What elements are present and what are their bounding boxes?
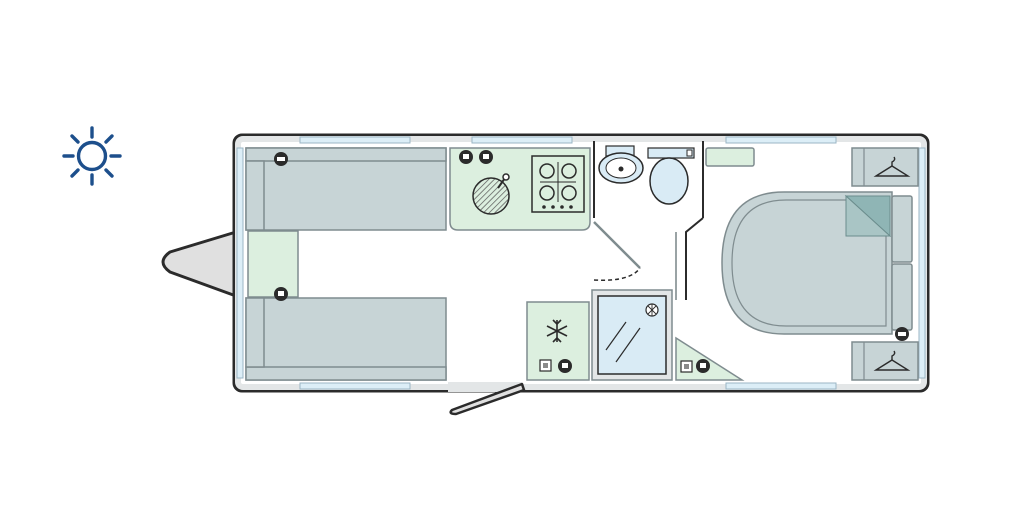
window <box>471 136 573 144</box>
shower-icon <box>645 303 659 317</box>
window <box>299 382 411 390</box>
washroom-walls <box>593 141 704 300</box>
coat-hanger-icon <box>873 350 911 371</box>
headboard <box>891 195 913 331</box>
windows-bottom <box>299 382 837 390</box>
switch-icon <box>680 360 693 373</box>
wash-basin-icon <box>598 145 644 184</box>
sun-icon <box>62 126 122 186</box>
gas-hob-icon <box>531 155 585 213</box>
usb-socket-icon <box>895 327 909 341</box>
front-window <box>236 147 244 379</box>
coat-hanger-icon <box>873 156 911 177</box>
wardrobe-bottom <box>851 341 919 381</box>
socket-icon <box>479 150 493 164</box>
rear-window <box>918 147 926 379</box>
socket-icon <box>274 287 288 301</box>
island-bed <box>721 191 893 335</box>
tow-hitch <box>161 230 238 298</box>
window <box>725 382 837 390</box>
front-chest <box>247 230 299 298</box>
window <box>299 136 411 144</box>
bedroom-shelf <box>705 147 755 167</box>
usb-socket-icon <box>274 152 288 166</box>
fridge-unit <box>526 301 590 381</box>
windows-top <box>299 136 837 144</box>
socket-icon <box>459 150 473 164</box>
shower-cubicle <box>591 289 673 381</box>
entrance-door[interactable] <box>449 382 526 416</box>
wardrobe-top <box>851 147 919 187</box>
washroom-door <box>593 221 641 269</box>
front-sofa-bottom <box>245 297 447 381</box>
switch-icon <box>539 359 552 372</box>
window <box>725 136 837 144</box>
toilet-icon <box>647 147 695 205</box>
sink-icon <box>472 173 510 215</box>
socket-icon <box>558 359 572 373</box>
socket-icon <box>696 359 710 373</box>
door-swing <box>593 267 641 281</box>
entrance-doorway <box>448 382 522 392</box>
fridge-icon <box>546 319 568 343</box>
